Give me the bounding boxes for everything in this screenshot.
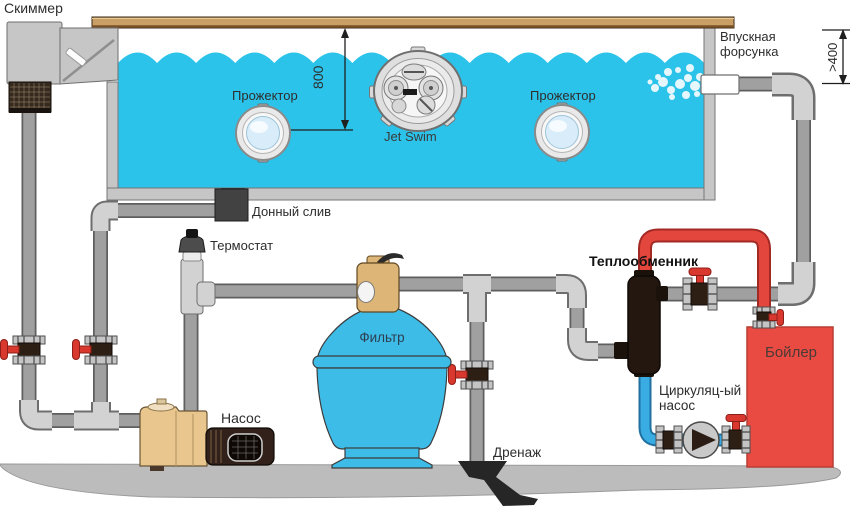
heat-exchanger xyxy=(614,270,668,377)
drainage-label: Дренаж xyxy=(493,445,542,460)
circulation-pump-label-line2: насос xyxy=(659,398,696,413)
bottom-drain-sump xyxy=(214,188,249,222)
circulation-pump xyxy=(682,421,720,459)
depth-dimension xyxy=(291,28,353,131)
depth-dimension-label: 800 xyxy=(309,65,326,89)
circulation-pump-label: Циркуляц-ый насос xyxy=(659,383,741,413)
jet-swim-label: Jet Swim xyxy=(384,129,437,144)
deck xyxy=(91,16,735,29)
skimmer-line-valve xyxy=(0,335,46,365)
pool-shell xyxy=(106,27,716,201)
boiler-supply-valve xyxy=(752,306,784,329)
boiler-label: Бойлер xyxy=(765,344,818,361)
filter-tank xyxy=(312,306,452,469)
floodlight-right-label: Прожектор xyxy=(530,88,596,103)
circulation-pump-label-line1: Циркуляц-ый xyxy=(659,383,742,398)
skimmer-weir-flap xyxy=(65,47,87,67)
bottom-drain-label: Донный слив xyxy=(252,204,332,219)
inlet-depth-dimension-label: >400 xyxy=(824,42,840,72)
thermostat xyxy=(178,229,216,315)
pool-floor xyxy=(106,187,716,201)
motor-grille xyxy=(227,433,263,462)
circulation-pump-coupling xyxy=(655,425,683,454)
pool-wall-left xyxy=(106,81,119,201)
pump-label: Насос xyxy=(221,410,261,426)
skimmer-label: Скиммер xyxy=(4,0,63,16)
pipe-fittings xyxy=(19,72,816,431)
inlet-nozzle-label-line1: Впускная xyxy=(720,29,776,44)
inlet-nozzle-label: Впускная форсунка xyxy=(720,29,779,59)
skimmer xyxy=(6,21,119,113)
boiler xyxy=(746,326,834,468)
jet-swim-logo xyxy=(403,89,417,95)
inlet-nozzle xyxy=(700,74,740,95)
skimmer-basket xyxy=(8,81,52,113)
boiler-return-valve xyxy=(721,414,751,454)
drainage-funnel xyxy=(458,461,538,506)
pump xyxy=(139,398,275,471)
pool-wall-right xyxy=(703,27,716,201)
floodlight-left xyxy=(235,103,291,163)
ground xyxy=(0,463,841,499)
inlet-depth-dimension xyxy=(822,29,850,85)
inlet-nozzle-label-line2: форсунка xyxy=(720,43,779,59)
filter-multiport-valve xyxy=(356,253,404,313)
drain-line-valve xyxy=(72,335,118,365)
floodlight-left-label: Прожектор xyxy=(232,88,298,103)
pump-motor xyxy=(205,427,275,466)
heat-exchanger-label: Теплообменник xyxy=(589,253,699,269)
inlet-bubbles xyxy=(647,64,704,100)
filter-label: Фильтр xyxy=(359,330,405,345)
boiler-hot-pipe xyxy=(638,228,771,315)
exchanger-outlet-valve xyxy=(682,267,718,311)
multiport-lever xyxy=(377,253,404,265)
jet-swim-unit xyxy=(369,46,467,132)
pump-direction-arrow xyxy=(692,429,716,451)
floodlight-right xyxy=(534,102,590,162)
drainage-valve xyxy=(448,360,494,390)
thermostat-label: Термостат xyxy=(210,238,274,253)
